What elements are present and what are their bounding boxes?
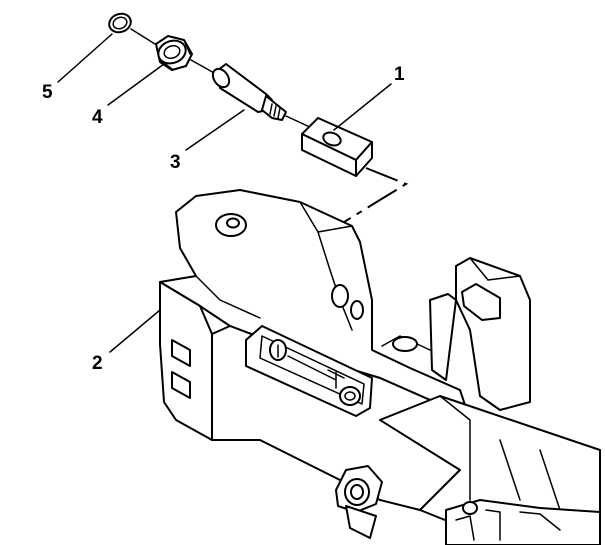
callout-1: 1 [394, 64, 405, 85]
callout-5: 5 [42, 82, 53, 103]
callout-4: 4 [92, 107, 103, 128]
part-3-stud [211, 63, 313, 129]
callout-3: 3 [170, 152, 181, 173]
part-1-block [301, 117, 373, 177]
part-2-housing [159, 189, 601, 545]
leader-3 [185, 109, 245, 151]
leader-4 [107, 63, 165, 106]
leader-1 [333, 83, 392, 131]
leader-lines [57, 33, 392, 353]
part-4-nut [155, 35, 217, 75]
part-5-retaining-ring [108, 12, 156, 45]
leader-5 [57, 33, 113, 83]
leader-2 [109, 309, 161, 353]
callout-2: 2 [92, 353, 103, 374]
